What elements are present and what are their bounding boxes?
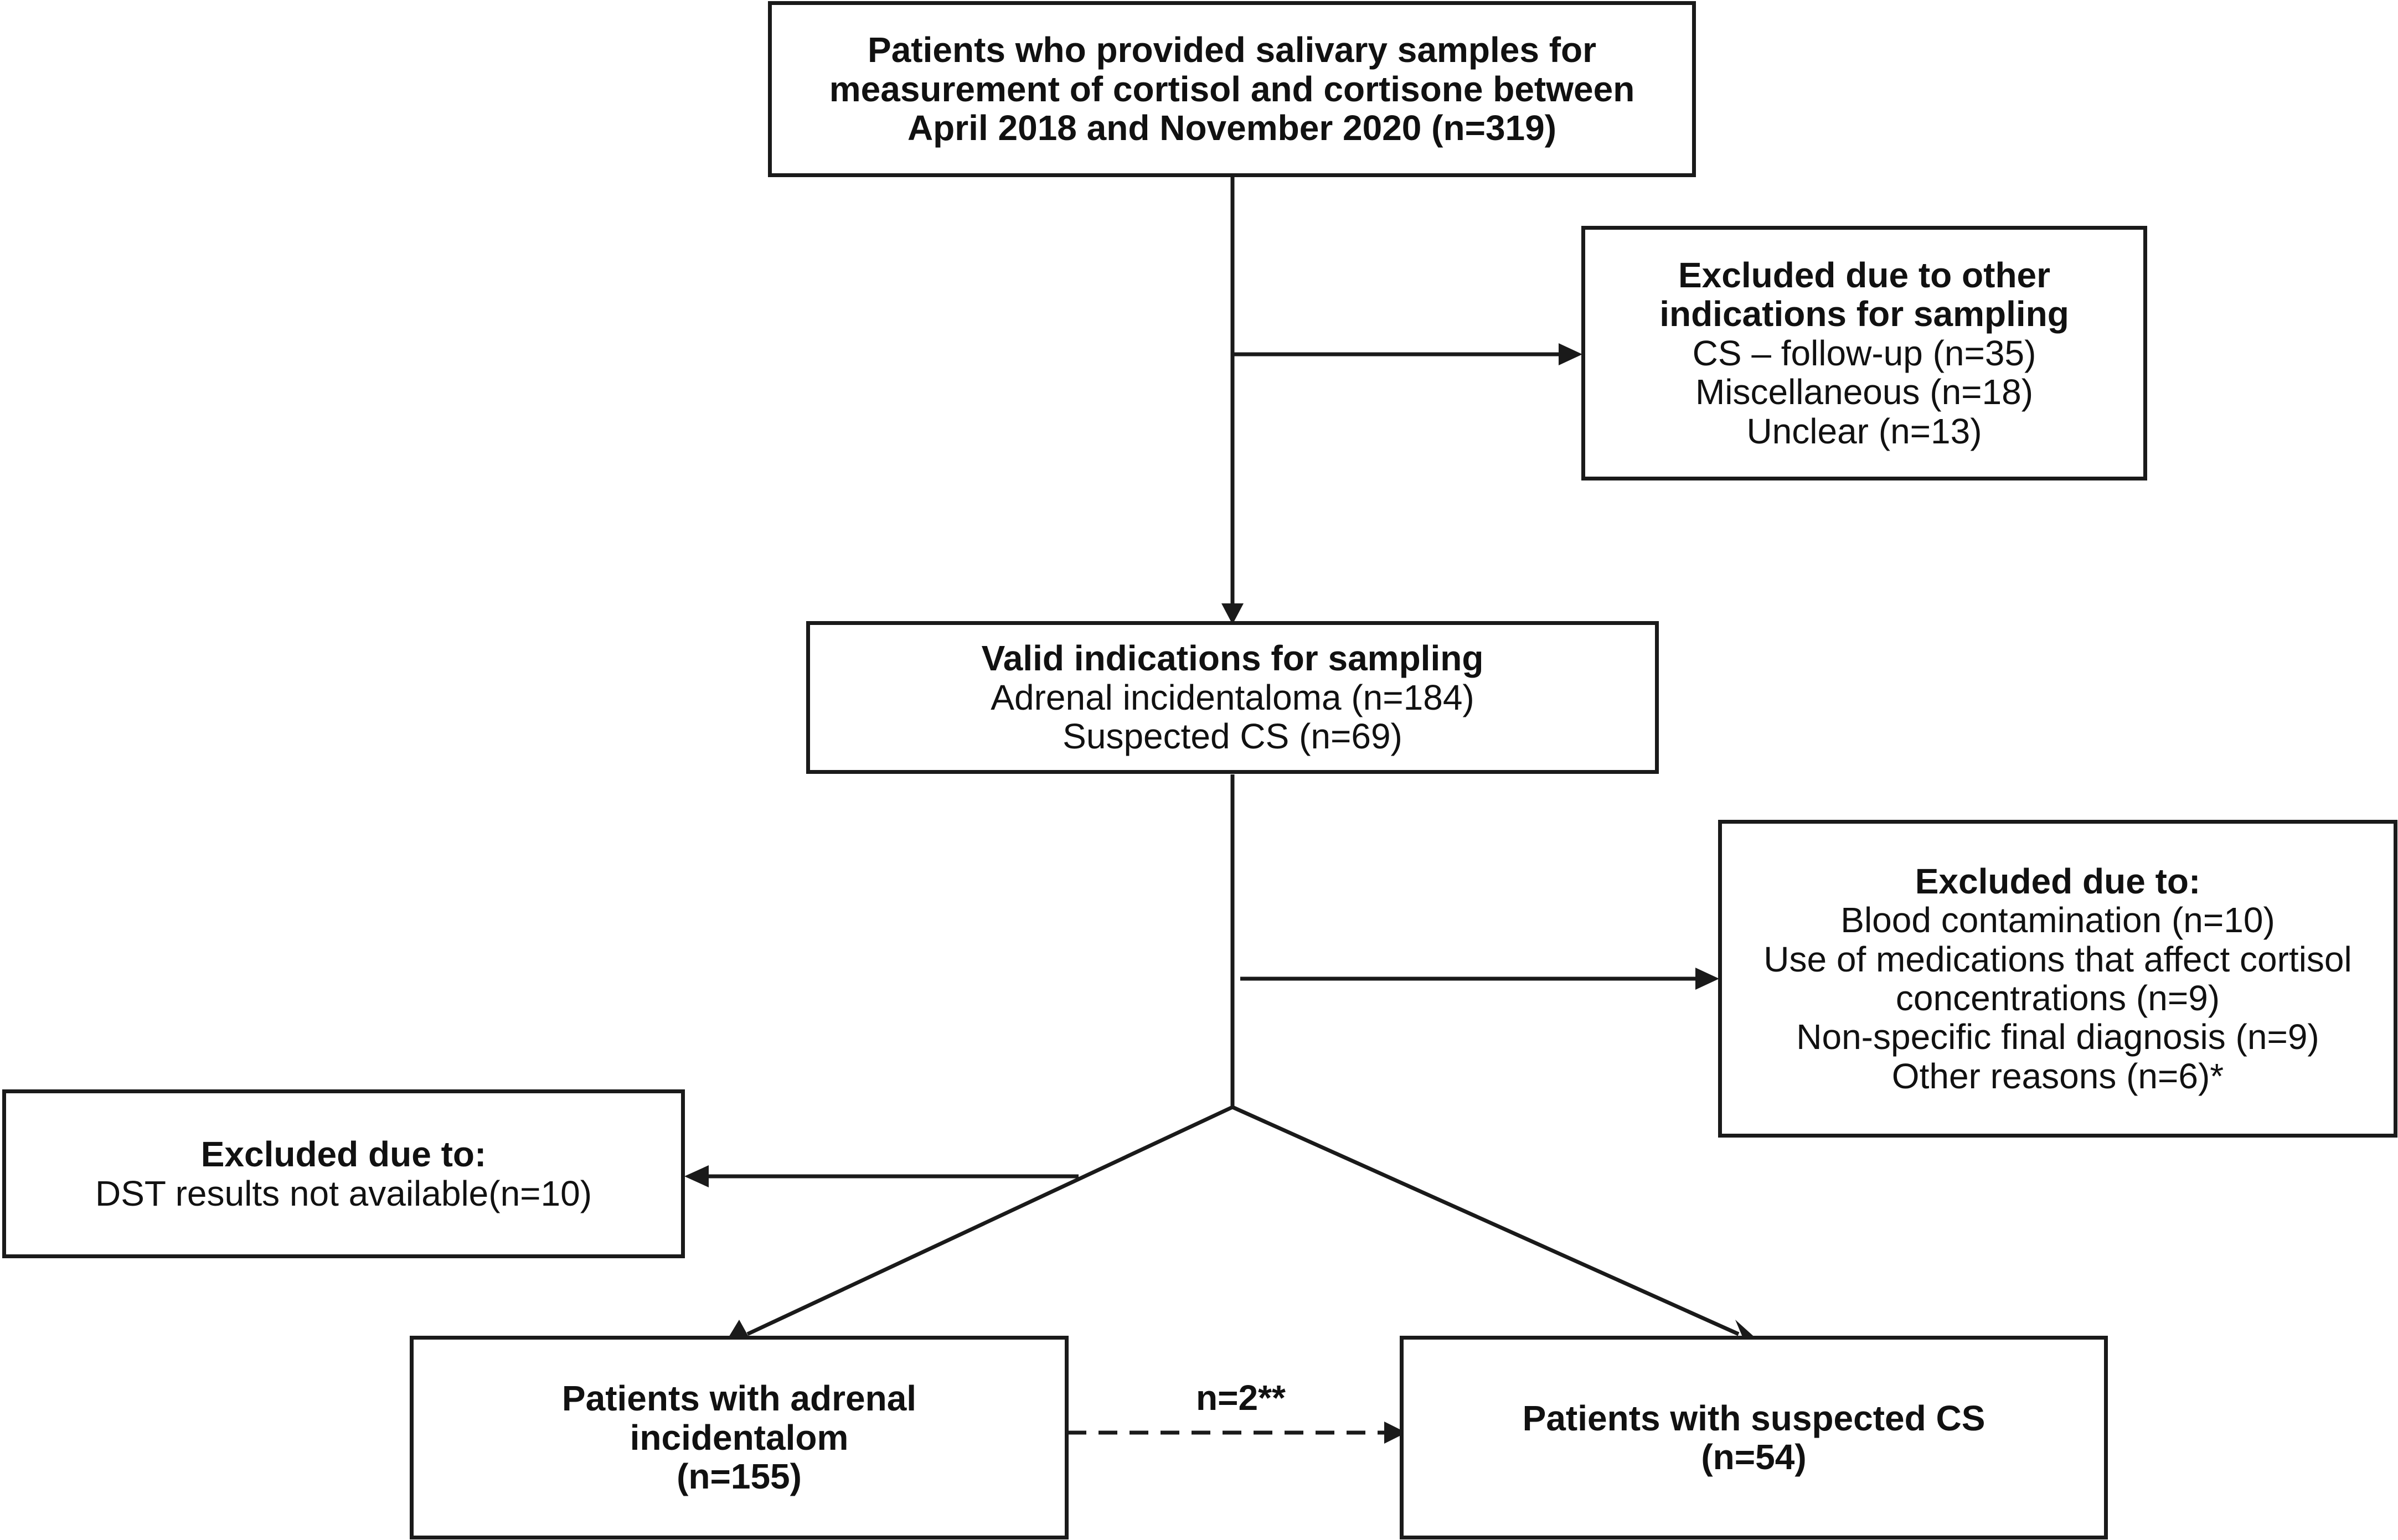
arrowhead-excluded-dst <box>684 1165 709 1187</box>
node-suspected-line: Patients with suspected CS <box>1522 1398 1986 1438</box>
node-adrenal-line: Patients with adrenal <box>561 1378 917 1419</box>
arrowhead-dashed <box>1384 1422 1406 1444</box>
node-valid: Valid indications for sampling Adrenal i… <box>806 621 1659 774</box>
node-excluded-reasons: Excluded due to: Blood contamination (n=… <box>1718 820 2397 1138</box>
excluded-reasons-heading: Excluded due to: <box>1915 861 2201 901</box>
dashed-edge-label: n=2** <box>1196 1378 1286 1418</box>
node-suspected: Patients with suspected CS (n=54) <box>1400 1336 2108 1539</box>
valid-item: Adrenal incidentaloma (n=184) <box>991 677 1474 717</box>
valid-item: Suspected CS (n=69) <box>1063 716 1402 757</box>
valid-heading: Valid indications for sampling <box>981 638 1484 679</box>
arrowhead-excluded-reasons <box>1695 968 1719 990</box>
excluded-reasons-item: Blood contamination (n=10) <box>1840 900 2275 940</box>
arrowhead-excluded-other <box>1559 343 1582 365</box>
excluded-reasons-item: Other reasons (n=6)* <box>1891 1056 2224 1096</box>
excluded-dst-heading: Excluded due to: <box>200 1134 487 1175</box>
node-suspected-line: (n=54) <box>1701 1437 1807 1477</box>
excluded-reasons-item: Non-specific final diagnosis (n=9) <box>1796 1017 2319 1057</box>
arrowhead-valid <box>1221 603 1244 624</box>
node-total-line: measurement of cortisol and cortisone be… <box>829 69 1635 109</box>
node-excluded-dst: Excluded due to: DST results not availab… <box>2 1089 685 1258</box>
excluded-reasons-item: concentrations (n=9) <box>1895 978 2220 1018</box>
node-total: Patients who provided salivary samples f… <box>768 1 1696 177</box>
node-total-line: April 2018 and November 2020 (n=319) <box>907 108 1557 148</box>
node-total-line: Patients who provided salivary samples f… <box>868 30 1596 70</box>
excluded-dst-item: DST results not available(n=10) <box>95 1173 592 1213</box>
node-excluded-other: Excluded due to other indications for sa… <box>1581 226 2147 480</box>
excluded-other-item: Unclear (n=13) <box>1746 411 1982 451</box>
node-adrenal-line: (n=155) <box>677 1456 802 1497</box>
arrowhead-suspected <box>1735 1320 1757 1341</box>
node-adrenal-line: incidentalom <box>630 1417 849 1458</box>
diagonal-to-suspected <box>1231 1105 1740 1336</box>
excluded-reasons-item: Use of medications that affect cortisol <box>1763 939 2352 979</box>
arrowhead-adrenal <box>726 1320 750 1341</box>
excluded-other-item: Miscellaneous (n=18) <box>1695 372 2034 412</box>
node-adrenal: Patients with adrenal incidentalom (n=15… <box>410 1336 1069 1539</box>
excluded-other-heading: Excluded due to other <box>1678 255 2051 296</box>
excluded-other-item: CS – follow-up (n=35) <box>1692 333 2036 373</box>
diagonal-to-adrenal <box>746 1105 1234 1336</box>
excluded-other-heading: indications for sampling <box>1659 294 2069 334</box>
